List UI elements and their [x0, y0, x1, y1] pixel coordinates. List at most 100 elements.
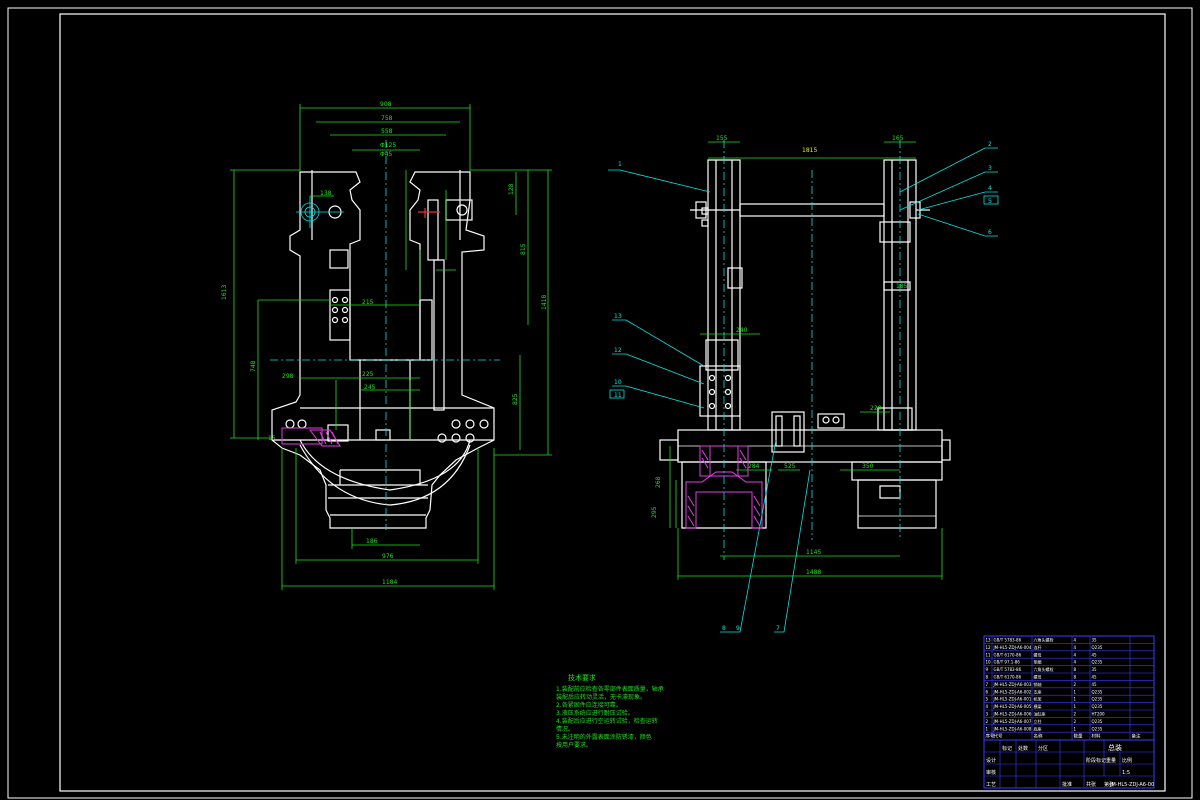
dim-748: 748: [250, 360, 257, 372]
side-dim-165: 165: [892, 135, 904, 142]
parts-cell: JM-HL5-ZDJ-A6-001: [993, 697, 1032, 702]
parts-cell: 1: [1074, 704, 1077, 709]
dim-phi45: Φ45: [380, 151, 393, 158]
parts-cell: 4: [1074, 645, 1077, 650]
parts-cell: 螺母: [1034, 651, 1042, 657]
parts-cell: JM-HL5-ZDJ-A6-003: [993, 682, 1032, 687]
parts-cell: 7: [986, 682, 989, 687]
parts-cell: 立柱: [1034, 718, 1042, 724]
parts-cell: GB/T 97.1-86: [994, 660, 1021, 665]
tb-label-total-sheets: 共张: [1086, 781, 1096, 788]
dim-138: 138: [320, 190, 332, 197]
parts-cell: 11: [986, 652, 992, 657]
dim-245: 245: [364, 384, 376, 391]
parts-cell: 油缸座: [1034, 711, 1046, 717]
parts-cell: 螺母: [1034, 674, 1042, 680]
tb-label-stage: 阶段标记: [1086, 757, 1106, 764]
dim-height-1418: 1418: [541, 295, 548, 310]
callout-3: 3: [988, 165, 992, 172]
parts-cell: 垫圈: [1034, 659, 1042, 665]
dim-height-1613: 1613: [221, 285, 228, 300]
parts-cell: 1: [986, 726, 989, 731]
parts-header-cell: 材料: [1092, 733, 1101, 740]
tech-req-line-6: 情况。: [556, 725, 574, 733]
parts-cell: Q235: [1092, 704, 1103, 709]
parts-cell: Q235: [1092, 697, 1103, 702]
parts-header-cell: 名称: [1034, 733, 1043, 740]
parts-cell: 4: [1074, 638, 1077, 643]
technical-requirements: 技术要求 1.装配前应检查各零部件表面质量，轴承 装配后应转动灵活，无卡滞现象。…: [556, 673, 664, 749]
parts-cell: Q235: [1092, 726, 1103, 731]
tech-req-line-5: 4.装配后应进行空运转试验，检查运转: [556, 717, 658, 725]
parts-cell: 13: [986, 638, 992, 643]
tech-req-line-8: 按用户要求。: [556, 741, 592, 749]
tb-label-mark: 标记: [1002, 745, 1012, 752]
tech-req-line-1: 1.装配前应检查各零部件表面质量，轴承: [556, 685, 664, 693]
parts-cell: JM-HL5-ZDJ-A6-005: [993, 704, 1032, 709]
parts-cell: 六角头螺栓: [1034, 666, 1054, 672]
parts-cell: 10: [986, 660, 992, 665]
tb-label-approve: 批准: [1062, 781, 1072, 788]
parts-header-cell: 序号: [986, 733, 995, 740]
parts-cell: 2: [1074, 719, 1077, 724]
title-block: 设计 审核 工艺 标记 处数 分区 批准 阶段标记 重量 比例 1:5 共张 第…: [983, 739, 1155, 789]
parts-cell: GB/T 5783-86: [994, 667, 1022, 672]
side-dim-268: 268: [655, 476, 662, 488]
dim-width-908: 908: [380, 101, 392, 108]
dim-186: 186: [366, 538, 378, 545]
dim-width-558: 558: [381, 128, 393, 135]
parts-cell: 9: [986, 667, 989, 672]
outer-sheet-border: [7, 7, 1193, 799]
parts-cell: GB/T 6170-86: [994, 675, 1022, 680]
tech-req-line-2: 装配后应转动灵活，无卡滞现象。: [556, 693, 646, 701]
parts-cell: 8: [986, 675, 989, 680]
parts-cell: 35: [1092, 667, 1098, 672]
parts-header-cell: 备注: [1132, 733, 1141, 740]
parts-cell: 六角头螺栓: [1034, 637, 1054, 643]
side-dim-220: 220: [870, 405, 882, 412]
tb-label-design: 设计: [986, 757, 996, 764]
callout-1: 1: [618, 161, 622, 168]
parts-cell: 35: [1092, 638, 1098, 643]
parts-cell: JM-HL5-ZDJ-A6-008: [993, 726, 1032, 731]
inner-sheet-border: [59, 13, 1166, 792]
side-dim-350: 350: [862, 463, 874, 470]
tech-req-line-4: 3.液压系统应进行耐压试验。: [556, 709, 634, 717]
callout-8: 8: [722, 625, 726, 632]
parts-cell: 2: [1074, 682, 1077, 687]
callout-9: 9: [736, 625, 740, 632]
tb-label-count: 处数: [1018, 745, 1028, 752]
parts-cell: 机架: [1034, 696, 1042, 702]
parts-cell: Q235: [1092, 719, 1103, 724]
parts-cell: 4: [1074, 660, 1077, 665]
parts-cell: Q235: [1092, 689, 1103, 694]
callout-6: 6: [988, 229, 992, 236]
parts-cell: 销轴: [1034, 681, 1042, 687]
side-dim-1145: 1145: [806, 549, 821, 556]
side-dim-185: 185: [896, 283, 908, 290]
parts-cell: 底座: [1034, 725, 1042, 731]
parts-cell: 连杆: [1034, 644, 1042, 650]
tech-req-title: 技术要求: [568, 673, 596, 682]
parts-cell: 8: [1074, 667, 1077, 672]
parts-cell: 1: [1074, 697, 1077, 702]
dim-225: 225: [362, 371, 374, 378]
tb-label-sheet-no: 第张: [1104, 781, 1114, 788]
callout-11: 11: [614, 392, 622, 399]
callout-5: 5: [988, 198, 992, 205]
side-view: 155 165 1815 1488 1145 284 240 268 220 5…: [608, 135, 999, 633]
callout-13: 13: [614, 313, 622, 320]
parts-cell: 6: [986, 689, 989, 694]
tb-label-scale: 比例: [1122, 757, 1132, 764]
parts-cell: JM-HL5-ZDJ-A6-002: [993, 689, 1032, 694]
parts-cell: Q235: [1092, 660, 1103, 665]
side-dim-155: 155: [716, 135, 728, 142]
parts-cell: 横梁: [1034, 703, 1042, 709]
parts-cell: 1: [1074, 726, 1077, 731]
parts-cell: 12: [986, 645, 992, 650]
parts-cell: 4: [1074, 652, 1077, 657]
parts-cell: 支座: [1034, 688, 1042, 694]
dim-height-825: 825: [512, 393, 519, 405]
